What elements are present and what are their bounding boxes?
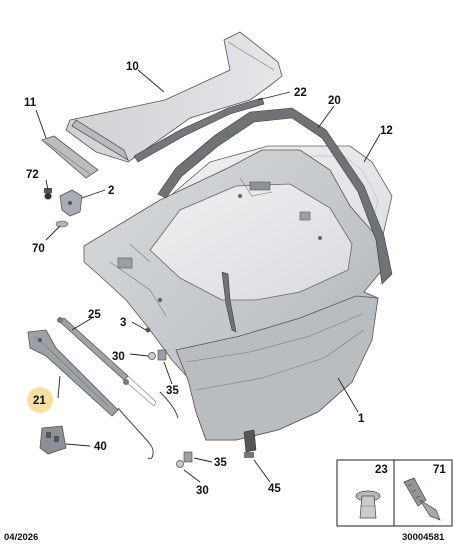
- label-40: 40: [94, 441, 107, 453]
- door-seal-lower: [221, 271, 237, 333]
- latch: [243, 429, 257, 458]
- inset-box: 23 71: [336, 459, 453, 527]
- label-35-bottom: 35: [214, 457, 227, 469]
- label-30-top: 30: [112, 351, 125, 363]
- label-1: 1: [358, 413, 365, 425]
- connector-bracket: [39, 425, 67, 455]
- spoiler-end-cap: [41, 135, 99, 179]
- label-45: 45: [268, 483, 281, 495]
- label-21: 21: [33, 395, 46, 407]
- clip-30-top: [148, 352, 156, 360]
- label-25: 25: [88, 309, 101, 321]
- label-12: 12: [380, 125, 393, 137]
- gas-strut: [57, 317, 157, 407]
- inset-label-23: 23: [375, 464, 388, 476]
- washer: [55, 220, 69, 228]
- part-21-highlight: [27, 387, 53, 413]
- screw: [403, 477, 441, 521]
- wiring-harness: [117, 391, 179, 460]
- label-70: 70: [32, 243, 45, 255]
- label-2: 2: [108, 185, 114, 197]
- label-20: 20: [328, 95, 341, 107]
- clip-35-top: [157, 349, 167, 361]
- hinge-bolt: [44, 188, 52, 200]
- tailgate: [83, 149, 383, 441]
- label-30-bottom: 30: [196, 485, 209, 497]
- label-22: 22: [294, 87, 307, 99]
- footer-reference: 30004581: [402, 532, 445, 543]
- inset-label-71: 71: [433, 464, 446, 476]
- label-10: 10: [126, 61, 139, 73]
- hinge: [59, 189, 83, 217]
- label-35-top: 35: [166, 385, 179, 397]
- fastener-3: [145, 327, 151, 333]
- label-11: 11: [24, 97, 37, 109]
- leader-lines: [35, 69, 381, 483]
- label-72: 72: [26, 169, 39, 181]
- seal-strip: [133, 97, 265, 163]
- tailgate-trim: [27, 329, 119, 417]
- footer-date: 04/2026: [4, 532, 38, 543]
- clip-30-bottom: [176, 460, 184, 468]
- push-clip: [355, 490, 381, 519]
- clip-35-bottom: [183, 451, 193, 463]
- door-seal: [157, 107, 393, 285]
- label-3: 3: [120, 317, 126, 329]
- spoiler: [65, 31, 283, 163]
